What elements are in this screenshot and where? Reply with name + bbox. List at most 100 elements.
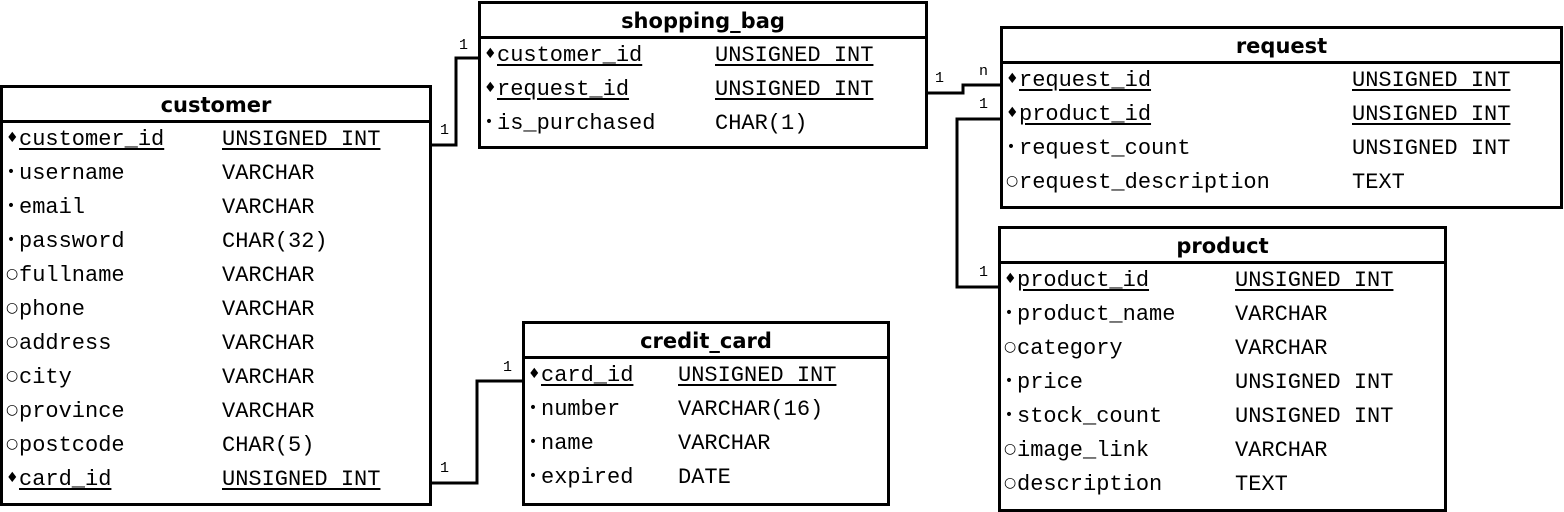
field-marker-icon: •	[6, 232, 16, 248]
field-row: ♦customer_id UNSIGNED INT	[481, 39, 925, 73]
field-type: VARCHAR	[678, 431, 771, 456]
field-type: UNSIGNED INT	[222, 127, 381, 152]
field-marker-icon: ♦	[1006, 71, 1019, 87]
field-type: VARCHAR	[1235, 336, 1328, 361]
field-row: ○province VARCHAR	[3, 395, 429, 429]
field-type: VARCHAR	[222, 297, 315, 322]
field-type: VARCHAR	[1235, 438, 1328, 463]
field-name: customer_id	[19, 127, 165, 152]
field-type: CHAR(5)	[222, 433, 315, 458]
field-row: •price UNSIGNED INT	[1001, 366, 1444, 400]
field-marker-icon: ○	[6, 402, 19, 418]
cardinality-label: 1	[440, 460, 450, 477]
field-name: customer_id	[497, 43, 643, 68]
cardinality-label: 1	[440, 122, 450, 139]
field-row: ○address VARCHAR	[3, 327, 429, 361]
field-marker-icon: ○	[6, 300, 19, 316]
field-type: VARCHAR	[222, 195, 315, 220]
field-marker-icon: ○	[1004, 339, 1017, 355]
field-name: request_count	[1019, 136, 1191, 161]
field-type: VARCHAR	[1235, 302, 1328, 327]
field-marker-icon: •	[528, 400, 538, 416]
field-type: UNSIGNED INT	[1235, 370, 1394, 395]
field-name: password	[19, 229, 125, 254]
field-name: request_id	[497, 77, 630, 102]
field-marker-icon: ○	[6, 436, 19, 452]
field-name: stock_count	[1017, 404, 1163, 429]
field-type: DATE	[678, 465, 731, 490]
cardinality-label: 1	[979, 96, 989, 113]
field-name: fullname	[19, 263, 125, 288]
field-type: VARCHAR	[222, 263, 315, 288]
field-marker-icon: ♦	[484, 80, 497, 96]
field-name: expired	[541, 465, 634, 490]
field-name: price	[1017, 370, 1084, 395]
field-name: is_purchased	[497, 111, 656, 136]
table-title: shopping_bag	[481, 4, 925, 39]
field-marker-icon: •	[6, 164, 16, 180]
field-type: VARCHAR	[222, 331, 315, 356]
field-marker-icon: ♦	[6, 130, 19, 146]
field-name: province	[19, 399, 125, 424]
field-type: UNSIGNED INT	[715, 77, 874, 102]
field-name: request_id	[1019, 68, 1152, 93]
field-type: CHAR(32)	[222, 229, 328, 254]
field-name: product_id	[1017, 268, 1150, 293]
table-title: product	[1001, 229, 1444, 264]
field-marker-icon: ♦	[484, 46, 497, 62]
field-name: email	[19, 195, 86, 220]
cardinality-label: n	[979, 63, 989, 80]
field-row: ♦request_id UNSIGNED INT	[1003, 64, 1560, 98]
field-type: TEXT	[1235, 472, 1288, 497]
field-name: card_id	[541, 363, 634, 388]
field-marker-icon: •	[528, 434, 538, 450]
field-marker-icon: ○	[1004, 441, 1017, 457]
field-marker-icon: •	[6, 198, 16, 214]
field-type: VARCHAR	[222, 399, 315, 424]
field-marker-icon: ♦	[6, 470, 19, 486]
field-row: •number VARCHAR(16)	[525, 393, 887, 427]
field-marker-icon: •	[1004, 373, 1014, 389]
cardinality-label: 1	[459, 37, 469, 54]
field-row: •password CHAR(32)	[3, 225, 429, 259]
field-marker-icon: ♦	[528, 366, 541, 382]
field-marker-icon: ○	[1004, 475, 1017, 491]
field-name: number	[541, 397, 621, 422]
field-type: UNSIGNED INT	[222, 467, 381, 492]
field-type: UNSIGNED INT	[715, 43, 874, 68]
field-marker-icon: •	[484, 114, 494, 130]
field-name: request_description	[1019, 170, 1270, 195]
field-type: UNSIGNED INT	[1352, 68, 1511, 93]
field-marker-icon: •	[1006, 139, 1016, 155]
table-title: customer	[3, 88, 429, 123]
field-type: VARCHAR(16)	[678, 397, 824, 422]
field-name: city	[19, 365, 72, 390]
field-marker-icon: ♦	[1006, 105, 1019, 121]
field-marker-icon: ♦	[1004, 271, 1017, 287]
field-name: address	[19, 331, 112, 356]
field-type: UNSIGNED INT	[1352, 136, 1511, 161]
link-request-product	[955, 117, 1002, 289]
field-name: username	[19, 161, 125, 186]
field-name: product_id	[1019, 102, 1152, 127]
field-marker-icon: ○	[6, 334, 19, 350]
field-row: ♦customer_id UNSIGNED INT	[3, 123, 429, 157]
field-row: •request_count UNSIGNED INT	[1003, 132, 1560, 166]
